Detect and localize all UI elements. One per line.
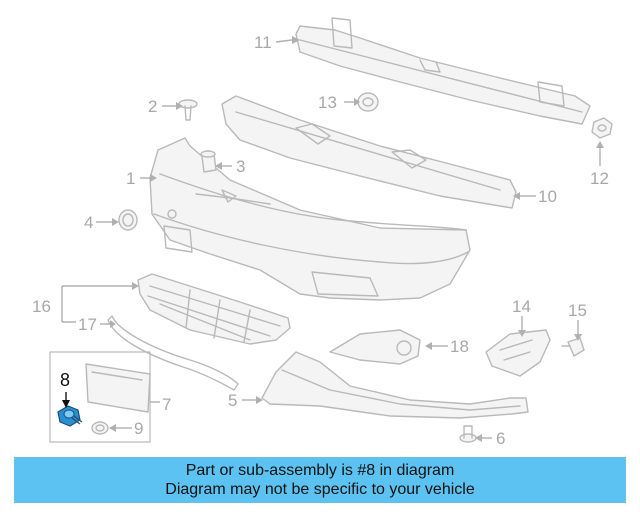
info-banner: Part or sub-assembly is #8 in diagram Di… <box>14 457 626 503</box>
part-6-pin <box>459 425 477 443</box>
part-8-bolt-highlighted[interactable] <box>57 392 83 427</box>
callout-16: 16 <box>32 297 51 316</box>
highlight-box <box>49 351 151 443</box>
callout-2: 2 <box>148 97 157 116</box>
callout-1: 1 <box>126 169 135 188</box>
banner-line-2: Diagram may not be specific to your vehi… <box>165 481 475 498</box>
callout-10: 10 <box>538 187 557 206</box>
part-7-license-bracket <box>85 363 151 413</box>
part-18-fog-lamp-trim <box>329 329 421 365</box>
part-1-bumper-cover <box>149 137 471 301</box>
callout-7: 7 <box>162 395 171 414</box>
part-4-cap <box>118 209 138 231</box>
callout-4: 4 <box>84 213 93 232</box>
callout-6: 6 <box>496 429 505 448</box>
callout-3: 3 <box>236 157 245 176</box>
callout-18: 18 <box>450 337 469 356</box>
callout-14: 14 <box>512 297 531 316</box>
callout-13: 13 <box>318 93 337 112</box>
callout-9: 9 <box>134 419 143 438</box>
part-5-spoiler <box>261 351 529 419</box>
callout-labels: 11 2 13 3 1 12 10 4 16 17 14 15 18 8 5 7… <box>32 33 609 448</box>
part-10-energy-absorber <box>221 95 517 209</box>
leader-lines <box>61 36 604 442</box>
part-17-trim-strip <box>107 315 239 391</box>
part-16-lower-grille <box>137 273 291 345</box>
part-14-bracket <box>485 329 551 377</box>
part-2-push-pin <box>178 99 198 121</box>
part-9-nut <box>91 421 109 435</box>
part-15-screw <box>561 337 585 357</box>
callout-5: 5 <box>228 391 237 410</box>
part-12-bolt <box>591 117 613 139</box>
part-3-clip <box>200 150 217 173</box>
callout-8: 8 <box>60 370 70 390</box>
part-11-reinforcement-bar <box>295 17 591 125</box>
banner-line-1: Part or sub-assembly is #8 in diagram <box>185 462 455 479</box>
part-13-grommet <box>357 92 379 112</box>
callout-12: 12 <box>590 169 609 188</box>
callout-17: 17 <box>78 315 97 334</box>
callout-11: 11 <box>254 33 272 52</box>
callout-15: 15 <box>568 301 587 320</box>
